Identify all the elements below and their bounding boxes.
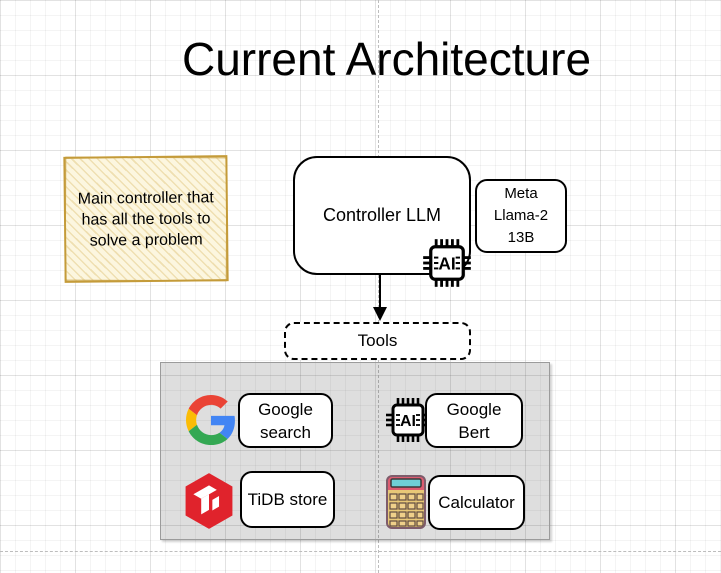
tool-box-tidb-store: TiDB store [240, 471, 335, 528]
tool-box-google-search: Google search [238, 393, 333, 448]
tool-label-tidb-store: TiDB store [247, 490, 328, 509]
tool-label-google-search: Google search [258, 399, 313, 442]
ai-chip-label: AI [400, 413, 416, 430]
tool-box-calculator: Calculator [428, 475, 525, 530]
tool-label-calculator: Calculator [438, 493, 515, 512]
google-logo-icon [186, 395, 235, 445]
sticky-note-text: Main controller that has all the tools t… [77, 188, 214, 250]
calculator-icon [386, 475, 426, 529]
page-divider-horizontal [0, 551, 721, 552]
tools-label: Tools [357, 331, 398, 350]
page-divider-vertical [378, 0, 379, 573]
tool-box-google-bert: Google Bert [425, 393, 523, 448]
tools-box: Tools [284, 322, 471, 360]
diagram-title: Current Architecture [181, 33, 592, 85]
sticky-note: Main controller that has all the tools t… [63, 155, 229, 283]
tidb-logo-icon [185, 473, 233, 529]
controller-llm-label: Controller LLM [322, 205, 442, 225]
arrow-controller-to-tools [373, 275, 387, 321]
model-line-1: Meta [504, 185, 538, 202]
model-line-2: Llama-2 [493, 207, 549, 224]
tool-label-google-bert: Google Bert [446, 399, 502, 442]
model-line-3: 13B [507, 229, 535, 246]
model-box: Meta Llama-2 13B [475, 179, 567, 253]
ai-chip-icon: AI [423, 239, 471, 287]
ai-chip-label: AI [438, 254, 455, 274]
